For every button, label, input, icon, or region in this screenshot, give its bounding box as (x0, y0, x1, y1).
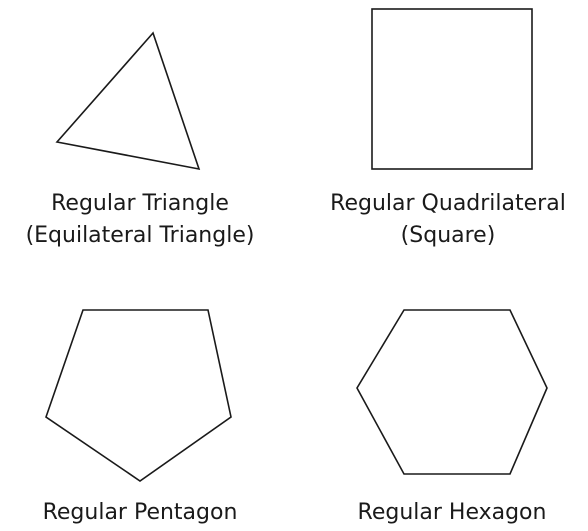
pentagon-shape (45, 309, 232, 482)
hexagon-label: Regular Hexagon (358, 497, 547, 529)
triangle-shape (55, 31, 201, 171)
square-label: Regular Quadrilateral (Square) (330, 188, 566, 252)
triangle-alt-name: (Equilateral Triangle) (25, 223, 255, 248)
pentagon-name: Regular Pentagon (42, 500, 238, 525)
square-shape (371, 8, 533, 170)
square-name: Regular Quadrilateral (330, 191, 566, 216)
triangle-label: Regular Triangle (Equilateral Triangle) (26, 188, 255, 252)
hexagon-name: Regular Hexagon (357, 500, 547, 525)
square-alt-name: (Square) (400, 223, 496, 248)
triangle-name: Regular Triangle (51, 191, 229, 216)
pentagon-label: Regular Pentagon (43, 497, 238, 529)
hexagon-shape (356, 309, 548, 475)
